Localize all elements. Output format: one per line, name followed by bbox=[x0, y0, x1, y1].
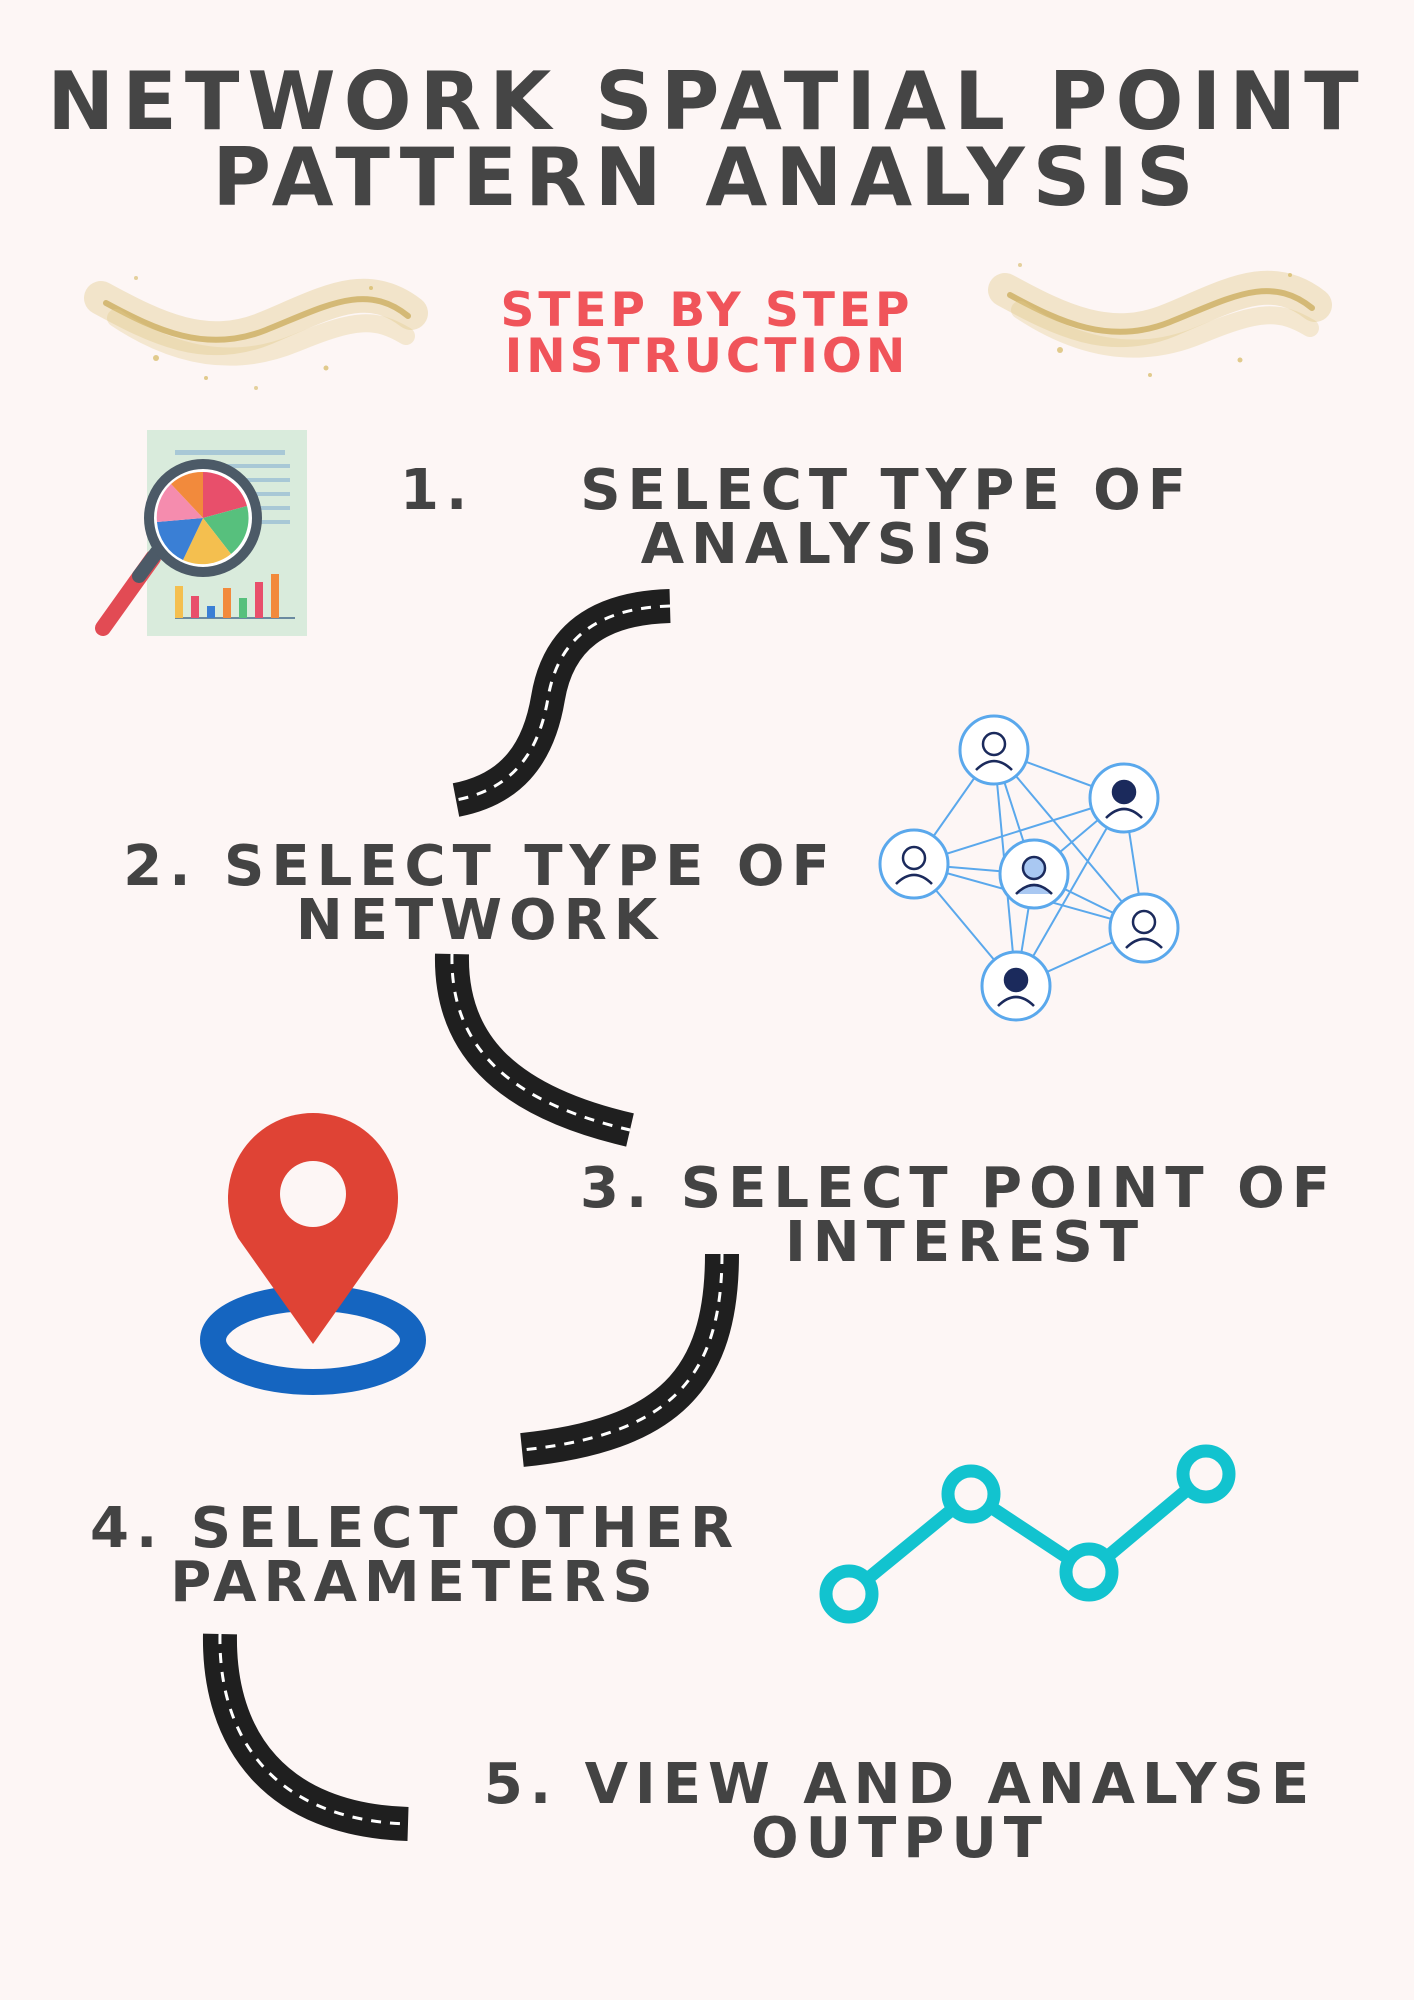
subtitle-line-1: STEP BY STEP bbox=[500, 283, 914, 338]
title-line-1: NETWORK SPATIAL POINT bbox=[47, 55, 1367, 148]
step-5-line-2: OUTPUT bbox=[751, 1806, 1049, 1871]
step-3-line-2: INTEREST bbox=[784, 1210, 1146, 1275]
step-5-label: 5. VIEW AND ANALYSE OUTPUT bbox=[470, 1752, 1330, 1871]
step-3-line-1: 3. SELECT POINT OF bbox=[580, 1156, 1337, 1221]
road-connector-2 bbox=[434, 953, 634, 1147]
step-2-line-1: 2. SELECT TYPE OF bbox=[123, 834, 837, 899]
step-4-line-2: PARAMETERS bbox=[170, 1550, 660, 1615]
people-network-icon bbox=[878, 714, 1180, 1022]
road-connector-3 bbox=[520, 1253, 739, 1467]
step-5-line-1: 5. VIEW AND ANALYSE bbox=[483, 1752, 1317, 1817]
step-3-label: 3. SELECT POINT OF INTEREST bbox=[580, 1156, 1337, 1275]
step-4-line-1: 4. SELECT OTHER bbox=[90, 1496, 741, 1561]
road-connector-1 bbox=[452, 589, 671, 817]
subtitle: STEP BY STEP INSTRUCTION bbox=[407, 283, 1007, 384]
road-connector-4 bbox=[202, 1633, 409, 1841]
step-1-label: 1. SELECT TYPE OF ANALYSIS bbox=[400, 458, 1193, 577]
step-1-line-2: ANALYSIS bbox=[640, 512, 1000, 577]
step-4-label: 4. SELECT OTHER PARAMETERS bbox=[90, 1496, 741, 1615]
step-2-line-2: NETWORK bbox=[295, 888, 665, 953]
gold-glitter-swoosh-left bbox=[84, 276, 428, 390]
title-line-2: PATTERN ANALYSIS bbox=[212, 131, 1202, 224]
subtitle-line-2: INSTRUCTION bbox=[504, 329, 910, 384]
page-title: NETWORK SPATIAL POINT PATTERN ANALYSIS bbox=[0, 55, 1414, 224]
gold-glitter-swoosh-right bbox=[988, 263, 1332, 377]
location-pin-icon bbox=[200, 1113, 426, 1395]
line-graph-icon bbox=[819, 1444, 1236, 1624]
analytics-report-magnifier-icon bbox=[95, 430, 307, 636]
step-1-line-1: 1. SELECT TYPE OF bbox=[400, 458, 1193, 523]
step-2-label: 2. SELECT TYPE OF NETWORK bbox=[110, 834, 850, 953]
